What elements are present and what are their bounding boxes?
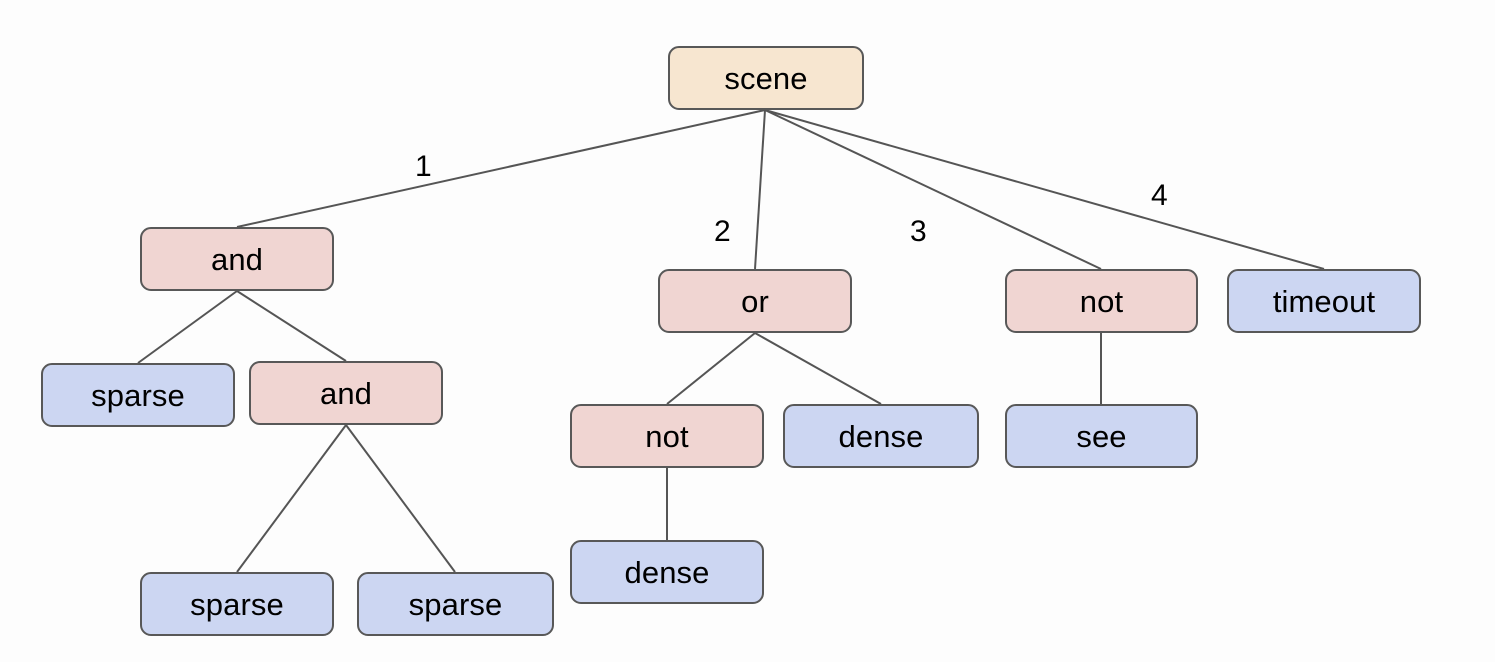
tree-node-see1[interactable]: see	[1005, 404, 1198, 468]
tree-node-not1[interactable]: not	[1005, 269, 1198, 333]
edge-label: 4	[1151, 179, 1168, 212]
tree-node-dense1[interactable]: dense	[783, 404, 979, 468]
tree-edge	[236, 290, 347, 362]
edge-label: 1	[415, 150, 432, 183]
tree-node-sparse1[interactable]: sparse	[41, 363, 235, 427]
tree-edge	[764, 109, 1102, 270]
tree-node-and1[interactable]: and	[140, 227, 334, 291]
tree-node-sparse3[interactable]: sparse	[357, 572, 554, 636]
tree-edge	[236, 109, 766, 228]
tree-edge	[666, 332, 756, 405]
edge-label: 3	[910, 215, 927, 248]
tree-node-and2[interactable]: and	[249, 361, 443, 425]
tree-edge	[754, 332, 882, 405]
tree-edge	[764, 109, 1325, 270]
tree-node-dense2[interactable]: dense	[570, 540, 764, 604]
tree-node-or1[interactable]: or	[658, 269, 852, 333]
tree-edge	[345, 424, 456, 573]
tree-edge	[754, 109, 766, 270]
tree-edge	[236, 424, 347, 573]
tree-edge	[137, 290, 238, 364]
tree-node-scene[interactable]: scene	[668, 46, 864, 110]
tree-node-not2[interactable]: not	[570, 404, 764, 468]
tree-node-timeout1[interactable]: timeout	[1227, 269, 1421, 333]
tree-node-sparse2[interactable]: sparse	[140, 572, 334, 636]
edge-label: 2	[714, 215, 731, 248]
